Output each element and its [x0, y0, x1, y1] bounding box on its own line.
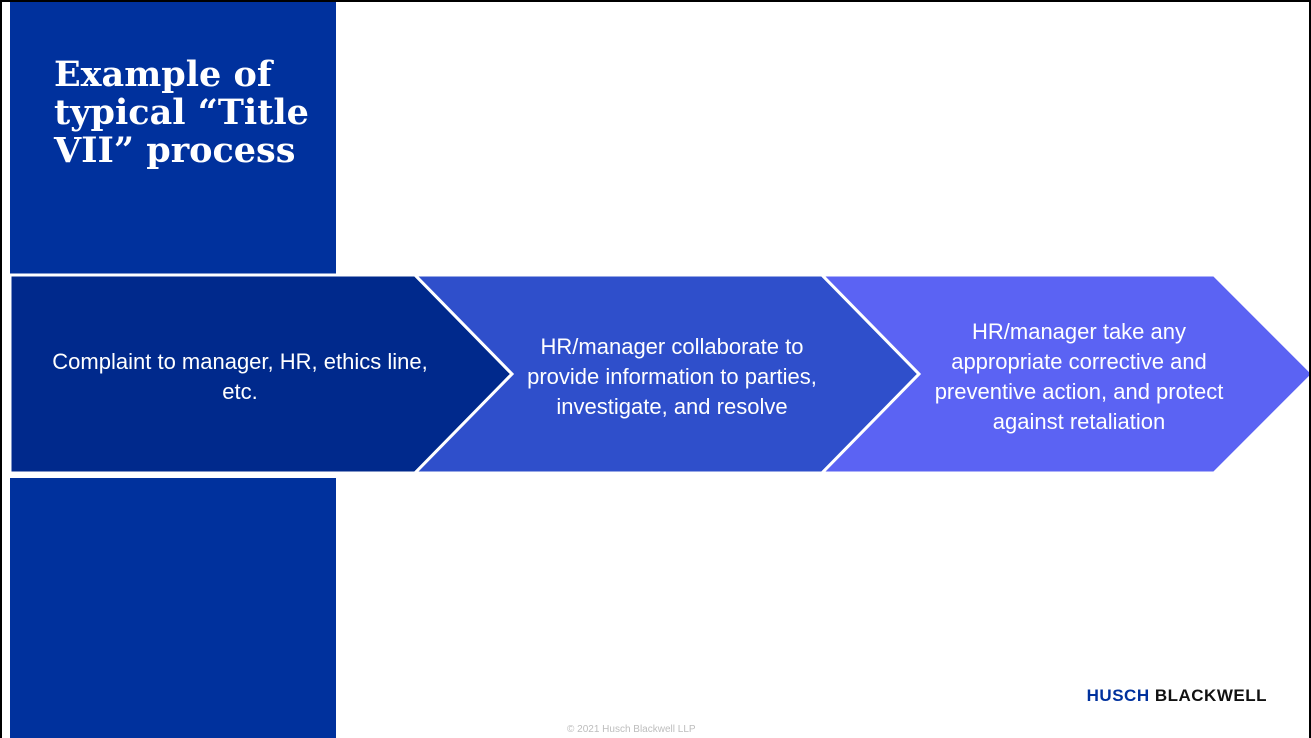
logo-first-word: HUSCH — [1086, 686, 1150, 705]
step-2-text: HR/manager collaborate to provide inform… — [527, 334, 817, 419]
slide-title: Example of typical “Title VII” process — [54, 54, 309, 171]
step-1-text: Complaint to manager, HR, ethics line, e… — [52, 349, 428, 404]
panel-divider — [10, 472, 336, 478]
copyright-notice: © 2021 Husch Blackwell LLP — [567, 724, 696, 735]
step-3-text: HR/manager take any appropriate correcti… — [934, 319, 1224, 434]
husch-blackwell-logo: HUSCH BLACKWELL — [1087, 686, 1267, 706]
logo-second-word: BLACKWELL — [1154, 686, 1267, 705]
